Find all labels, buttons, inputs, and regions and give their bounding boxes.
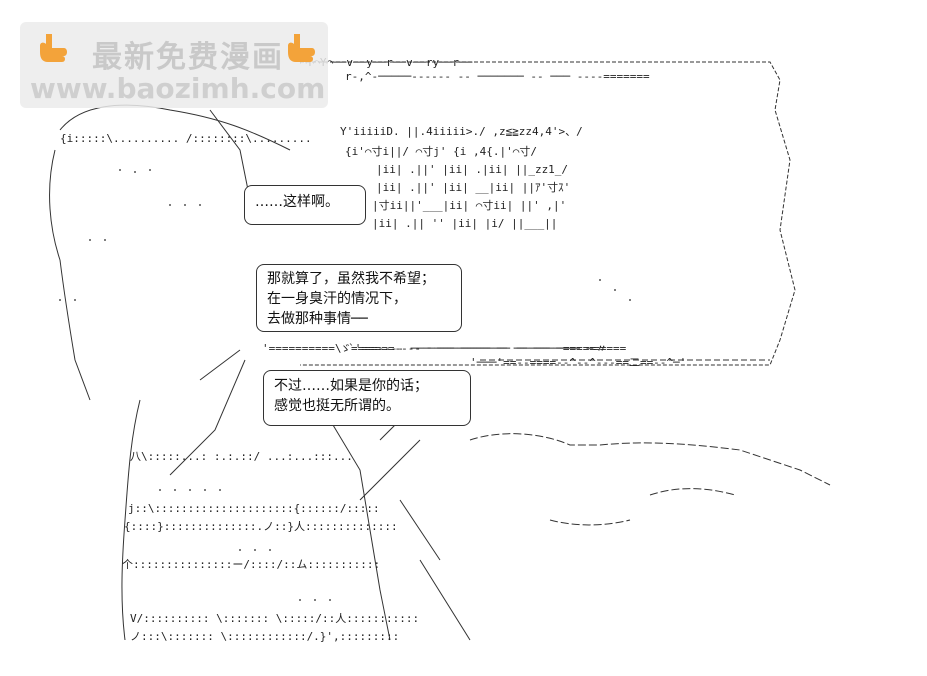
pointing-hand-icon — [288, 34, 315, 62]
ascii-row: ⌒Y⌒Y⌒──v──y──r──v──ry──r── — [300, 56, 473, 69]
pointing-hand-icon — [40, 34, 67, 62]
ascii-row: |ii| .||' |ii| .|ii| ||_zz1_/ — [376, 163, 568, 176]
speech-bubble-3: 不过……如果是你的话； 感觉也挺无所谓的。 — [263, 370, 471, 426]
bubble-text-line: ……这样啊。 — [255, 194, 339, 210]
ascii-row: |ii| .|| '' |ii| |i/ ||___|| — [372, 217, 557, 230]
figure-body-outline — [121, 359, 391, 641]
ascii-row: 个:::::::::::::::ー/::::/::ム::::::::::: — [122, 558, 380, 571]
watermark-url: www.baozimh.com — [30, 72, 326, 105]
ascii-row: |寸ii||'___|ii| ⌒寸ii| ||' ,|' — [372, 198, 566, 212]
ascii-row: r-,^-─────------ -- ─────── -- ─── ----=… — [345, 70, 650, 83]
ascii-row: j::\:::::::::::::::::::::{::::::/::::: — [128, 502, 380, 515]
speech-bubble-1: ……这样啊。 — [244, 185, 366, 225]
ascii-row: ノ:::\::::::: \::::::::::::/.}',::::::::: — [130, 630, 399, 643]
bubble-text-line: 在一身臭汗的情况下， — [267, 291, 407, 307]
ascii-row: {i'⌒寸i||/ ⌒寸j' {i ,4{.|'⌒寸/ — [345, 144, 537, 158]
watermark: 最新免费漫画 www.baozimh.com — [20, 22, 328, 108]
speech-bubble-2: 那就算了，虽然我不希望； 在一身臭汗的情况下， 去做那种事情── — [256, 264, 462, 332]
ascii-row: |ii| .||' |ii| __|ii| ||ｱ'寸ｽ' — [376, 180, 570, 194]
dot-texture — [59, 169, 631, 601]
frame-outline — [300, 61, 796, 366]
ascii-row: {::::}::::::::::::::.ノ::}人:::::::::::::: — [124, 520, 398, 533]
ascii-row: '==========\ `'=====---- ──── ─────── ──… — [262, 342, 627, 355]
figure-head-outline — [49, 104, 291, 401]
ascii-row: {i:::::\.......... /::::::::\......... — [60, 132, 312, 145]
ascii-row: ゞ====---- ─── ──────── ── ───── ─=====〃 — [340, 342, 607, 355]
bubble-text-line: 不过……如果是你的话； — [274, 378, 428, 394]
bubble-text-line: 感觉也挺无所谓的。 — [274, 398, 400, 414]
ascii-row: Y'iiiiiD. ||.4iiiii>./ ,z≦≧zz4,4'>、/ — [340, 125, 583, 138]
bubble-text-line: 去做那种事情── — [267, 311, 368, 327]
ascii-row: '───'==--====--^--^---==二==--^─' — [470, 356, 686, 369]
ascii-row: 八\:::::...: :.:.::/ ...:...:::... — [130, 450, 353, 463]
pointer-hand-outline — [469, 433, 831, 526]
ascii-row: V/:::::::::: \::::::: \:::::/::人::::::::… — [130, 612, 419, 625]
watermark-title: 最新免费漫画 — [92, 40, 284, 75]
bubble-text-line: 那就算了，虽然我不希望； — [267, 271, 435, 287]
ascii-rows: r-,^-─────------ -- ─────── -- ─── ----=… — [60, 56, 686, 643]
